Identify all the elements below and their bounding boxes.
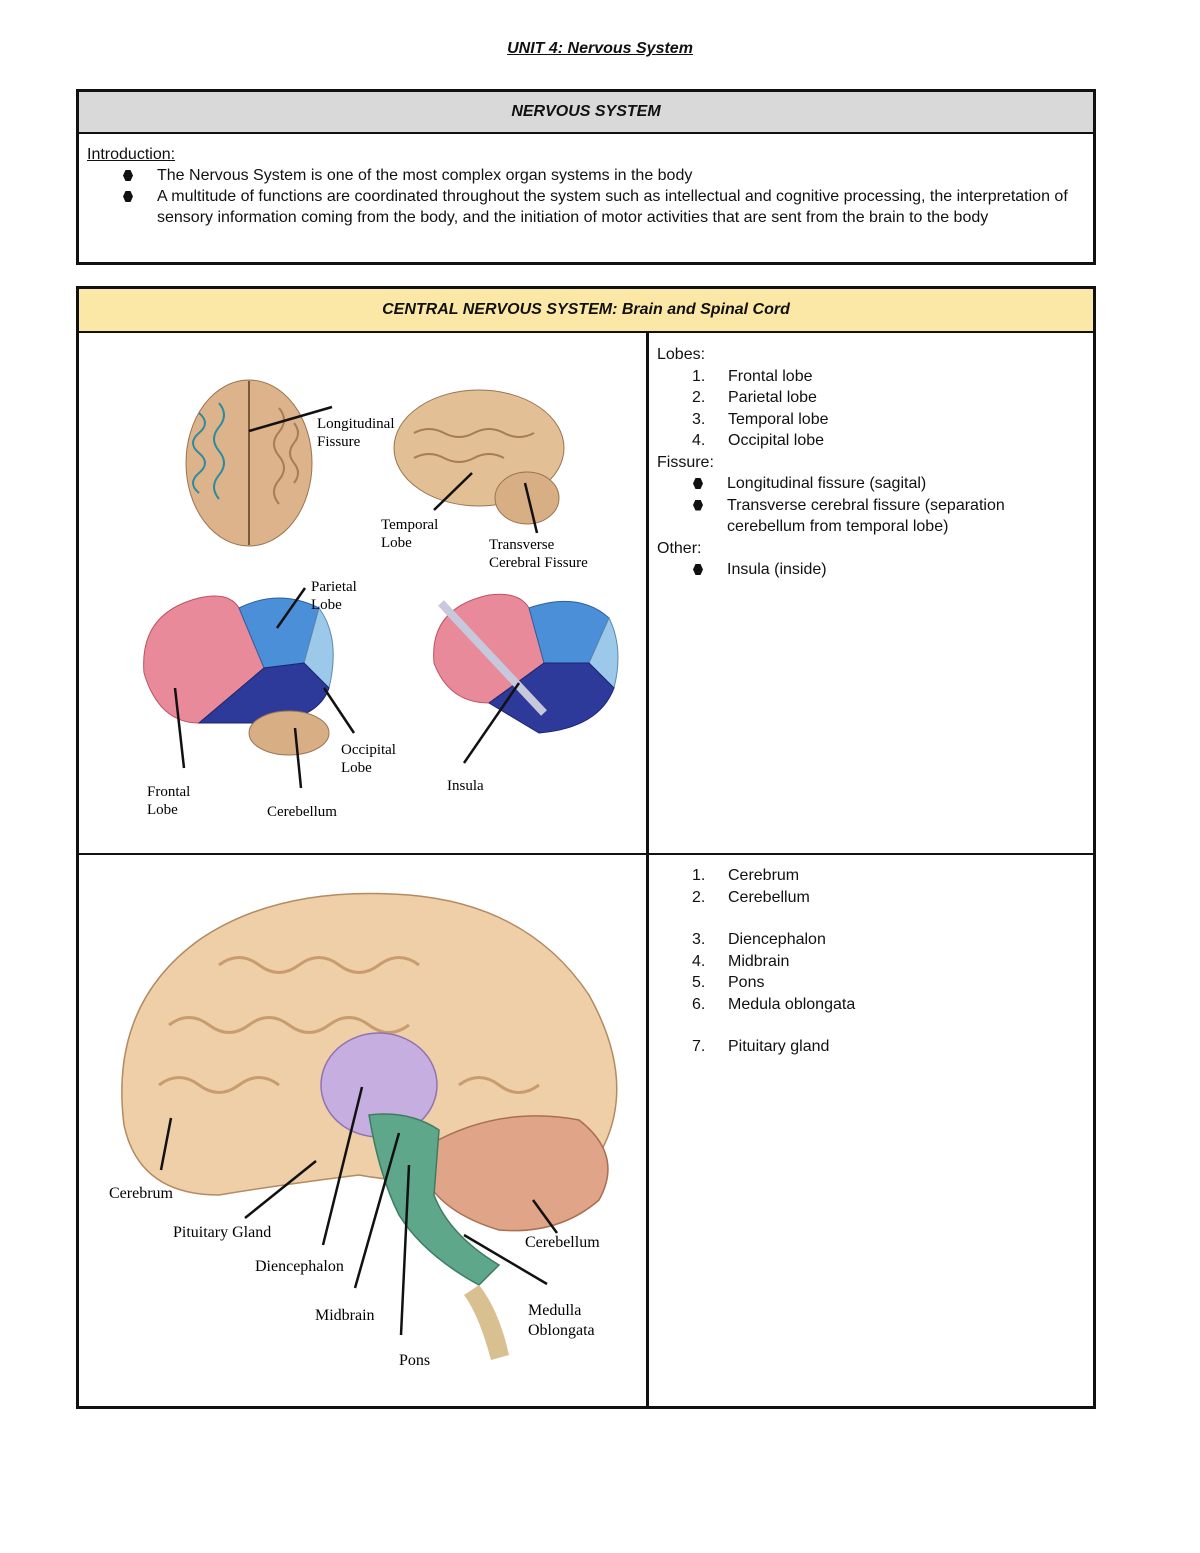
label-medulla: Medulla (528, 1302, 581, 1319)
list-item: 2.Cerebellum (692, 888, 810, 906)
cns-box-header: CENTRAL NERVOUS SYSTEM: Brain and Spinal… (79, 289, 1093, 333)
bullet-icon (693, 564, 703, 575)
column-divider (646, 333, 649, 1406)
list-item: Transverse cerebral fissure (separation … (657, 495, 1027, 538)
label-parietal: Parietal (311, 579, 357, 595)
intro-label: Introduction: (87, 146, 176, 163)
label-cerebellum-a: Cerebellum (267, 804, 337, 820)
insula-view-brain: Insula (433, 593, 619, 794)
cns-box: CENTRAL NERVOUS SYSTEM: Brain and Spinal… (76, 286, 1096, 1409)
bullet-icon (123, 191, 133, 202)
list-item: 1.Frontal lobe (692, 367, 813, 385)
list-item: A multitude of functions are coordinated… (87, 186, 1085, 228)
list-item: Longitudinal fissure (sagital) (657, 473, 1027, 495)
label-lobe-a: Lobe (381, 535, 412, 551)
list-item: 1.Cerebrum (692, 867, 800, 884)
bullet-icon (693, 499, 703, 511)
label-insula: Insula (447, 778, 484, 794)
superior-view-brain: Longitudinal Fissure (185, 379, 395, 547)
label-lobe-b: Lobe (311, 597, 342, 613)
page-title: UNIT 4: Nervous System (507, 40, 693, 57)
label-occipital: Occipital (341, 742, 396, 758)
brainstem-shape (368, 1113, 501, 1286)
list-item: The Nervous System is one of the most co… (87, 165, 1085, 186)
label-fissure: Fissure (317, 434, 361, 450)
cerebellum-shape (428, 1115, 609, 1232)
label-cerebral-fissure: Cerebral Fissure (489, 555, 588, 571)
lobes-label: Lobes: (657, 346, 706, 363)
label-cerebellum-b: Cerebellum (525, 1234, 600, 1251)
list-item: 5.Pons (692, 974, 765, 991)
bullet-icon (123, 170, 133, 181)
list-item: Insula (inside) (657, 559, 1027, 581)
label-midbrain: Midbrain (315, 1307, 375, 1324)
list-item: 4.Occipital lobe (692, 432, 825, 449)
label-temporal: Temporal (381, 517, 438, 533)
label-oblongata: Oblongata (528, 1322, 595, 1339)
list-item: 7.Pituitary gland (692, 1038, 830, 1055)
intro-box: NERVOUS SYSTEM Introduction: The Nervous… (76, 89, 1096, 265)
brain-lobes-figure: Longitudinal Fissure Temporal Lobe Trans… (143, 379, 619, 820)
list-item: 4.Midbrain (692, 952, 790, 970)
list-item: 3.Diencephalon (692, 931, 826, 948)
label-pons: Pons (399, 1352, 430, 1369)
lobes-panel: Lobes: 1.Frontal lobe 2.Parietal lobe 3.… (657, 344, 1027, 581)
brain-parts-figure: Cerebrum Pituitary Gland Diencephalon Mi… (109, 892, 618, 1369)
intro-box-header: NERVOUS SYSTEM (79, 92, 1093, 134)
colored-lobes-brain: Parietal Lobe Occipital Lobe Frontal Lob… (143, 579, 396, 820)
other-label: Other: (657, 539, 702, 557)
label-lobe-c: Lobe (341, 760, 372, 776)
row-divider (79, 853, 1093, 855)
parts-panel: 1.Cerebrum 2.Cerebellum 3.Diencephalon 4… (657, 865, 855, 1058)
label-frontal: Frontal (147, 784, 190, 800)
label-lobe-d: Lobe (147, 802, 178, 818)
label-pituitary: Pituitary Gland (173, 1224, 271, 1241)
list-item: 3.Temporal lobe (692, 410, 829, 428)
list-item: 2.Parietal lobe (692, 389, 817, 406)
bullet-icon (693, 478, 703, 489)
label-transverse: Transverse (489, 537, 555, 553)
label-diencephalon: Diencephalon (255, 1258, 344, 1275)
label-longitudinal: Longitudinal (317, 416, 395, 432)
fissure-label: Fissure: (657, 453, 714, 471)
list-item: 6.Medula oblongata (692, 995, 856, 1013)
label-cerebrum: Cerebrum (109, 1185, 174, 1202)
lateral-view-brain: Temporal Lobe Transverse Cerebral Fissur… (381, 389, 588, 571)
